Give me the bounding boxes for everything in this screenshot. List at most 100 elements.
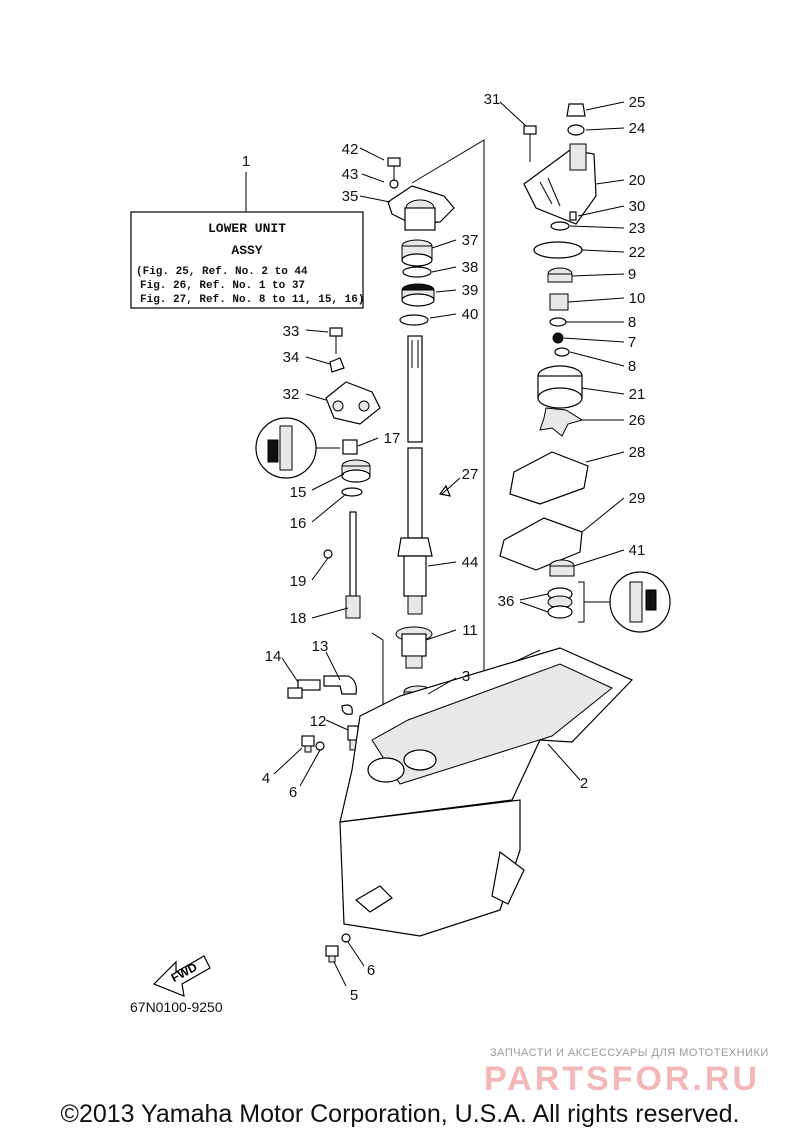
part-number-7: 7 <box>628 334 636 351</box>
part-number-23: 23 <box>629 220 646 237</box>
part-number-2: 2 <box>580 775 588 792</box>
part-number-37: 37 <box>462 232 479 249</box>
part-37-seal <box>401 239 433 267</box>
part-number-4: 4 <box>262 770 270 787</box>
part-11-sleeve <box>395 626 433 669</box>
part-number-6b: 6 <box>367 962 375 979</box>
part-43-washer <box>389 179 399 189</box>
part-28-gasket <box>509 451 589 505</box>
part-41-bearing <box>549 559 575 577</box>
part-number-38: 38 <box>462 259 479 276</box>
part-8b-washer <box>554 347 570 357</box>
part-20-pump-housing <box>523 143 597 225</box>
part-number-32: 32 <box>283 386 300 403</box>
part-8a-washer <box>549 317 567 327</box>
part-33-bolt <box>329 327 343 354</box>
watermark-tagline: ЗАПЧАСТИ И АКСЕССУАРЫ ДЛЯ МОТОТЕХНИКИ <box>490 1047 769 1059</box>
detail-circle-left <box>255 417 340 479</box>
part-13-hose <box>323 675 357 695</box>
part-number-22: 22 <box>629 244 646 261</box>
assembly-ref-2: Fig. 26, Ref. No. 1 to 37 <box>140 280 305 292</box>
part-30-insert <box>569 211 577 221</box>
part-number-15: 15 <box>290 484 307 501</box>
part-42-bolt <box>387 157 401 182</box>
part-number-42: 42 <box>342 141 359 158</box>
part-number-11: 11 <box>462 622 478 639</box>
part-25-grommet <box>566 103 586 117</box>
part-number-5: 5 <box>350 987 358 1004</box>
part-number-3: 3 <box>462 668 470 685</box>
part-18-shift-rod <box>345 511 361 619</box>
part-16-o-ring <box>341 487 363 497</box>
part-29-plate <box>499 517 583 571</box>
part-31-bolt <box>523 125 537 162</box>
part-14-fitting <box>287 679 321 699</box>
part-9-seal <box>547 267 573 283</box>
part-number-44: 44 <box>462 554 479 571</box>
assembly-title: LOWER UNIT <box>208 221 286 236</box>
part-44-drive-shaft <box>397 335 433 615</box>
part-34-plate <box>329 357 345 373</box>
part-number-40: 40 <box>462 306 479 323</box>
part-number-8b: 8 <box>628 358 636 375</box>
assembly-subtitle: ASSY <box>231 243 262 258</box>
part-number-30: 30 <box>629 198 646 215</box>
part-number-43: 43 <box>342 166 359 183</box>
part-7-pin <box>552 332 564 344</box>
part-number-28: 28 <box>629 444 646 461</box>
part-number-8a: 8 <box>628 314 636 331</box>
watermark-logo: PARTSFOR.RU <box>484 1060 760 1098</box>
part-13-clamp <box>341 704 353 715</box>
part-26-impeller <box>539 407 584 437</box>
part-10-collar <box>549 293 569 311</box>
part-23-o-ring <box>550 221 570 231</box>
part-number-25: 25 <box>629 94 646 111</box>
part-38-ring <box>402 266 432 278</box>
part-number-35: 35 <box>342 188 359 205</box>
part-36-bearing-set <box>547 581 610 623</box>
copyright-notice: ©2013 Yamaha Motor Corporation, U.S.A. A… <box>60 1100 740 1128</box>
part-number-27: 27 <box>462 466 479 483</box>
drawing-code: 67N0100-9250 <box>130 999 223 1015</box>
part-19-clip <box>323 549 333 559</box>
part-number-31: 31 <box>484 91 501 108</box>
fwd-arrow-icon: FWD <box>152 955 211 997</box>
part-number-20: 20 <box>629 172 646 189</box>
part-2-lower-case <box>339 647 634 937</box>
part-17-bushing <box>342 439 358 455</box>
part-number-16: 16 <box>290 515 307 532</box>
detail-circle-right <box>609 571 671 633</box>
part-number-13: 13 <box>312 638 329 655</box>
part-35-housing <box>387 185 455 231</box>
part-24-seal <box>567 124 585 136</box>
part-number-1: 1 <box>242 153 250 170</box>
part-number-18: 18 <box>290 610 307 627</box>
part-15-grommet <box>341 459 371 483</box>
part-number-labels: 42 43 35 37 38 39 40 33 34 32 17 15 16 1… <box>262 91 646 1004</box>
leader-lines <box>273 101 625 987</box>
part-number-33: 33 <box>283 323 300 340</box>
part-number-19: 19 <box>290 573 307 590</box>
part-number-14: 14 <box>265 648 282 665</box>
part-number-41: 41 <box>629 542 646 559</box>
part-number-6: 6 <box>289 784 297 801</box>
assembly-box <box>130 211 364 309</box>
part-number-26: 26 <box>629 412 646 429</box>
part-6b-gasket <box>341 933 351 943</box>
part-number-17: 17 <box>384 430 401 447</box>
part-number-24: 24 <box>629 120 646 137</box>
part-number-36: 36 <box>498 593 515 610</box>
part-5-drain-screw <box>325 945 339 963</box>
assembly-ref-1: (Fig. 25, Ref. No. 2 to 44 <box>136 266 308 278</box>
part-number-21: 21 <box>629 386 646 403</box>
part-number-29: 29 <box>629 490 646 507</box>
part-6-gasket <box>315 741 325 751</box>
part-number-10: 10 <box>629 290 646 307</box>
part-4-plug <box>301 735 315 753</box>
part-number-34: 34 <box>283 349 300 366</box>
part-22-o-ring <box>533 241 583 259</box>
part-32-holder <box>325 381 381 425</box>
part-number-12: 12 <box>310 713 327 730</box>
part-40-o-ring <box>399 314 429 326</box>
